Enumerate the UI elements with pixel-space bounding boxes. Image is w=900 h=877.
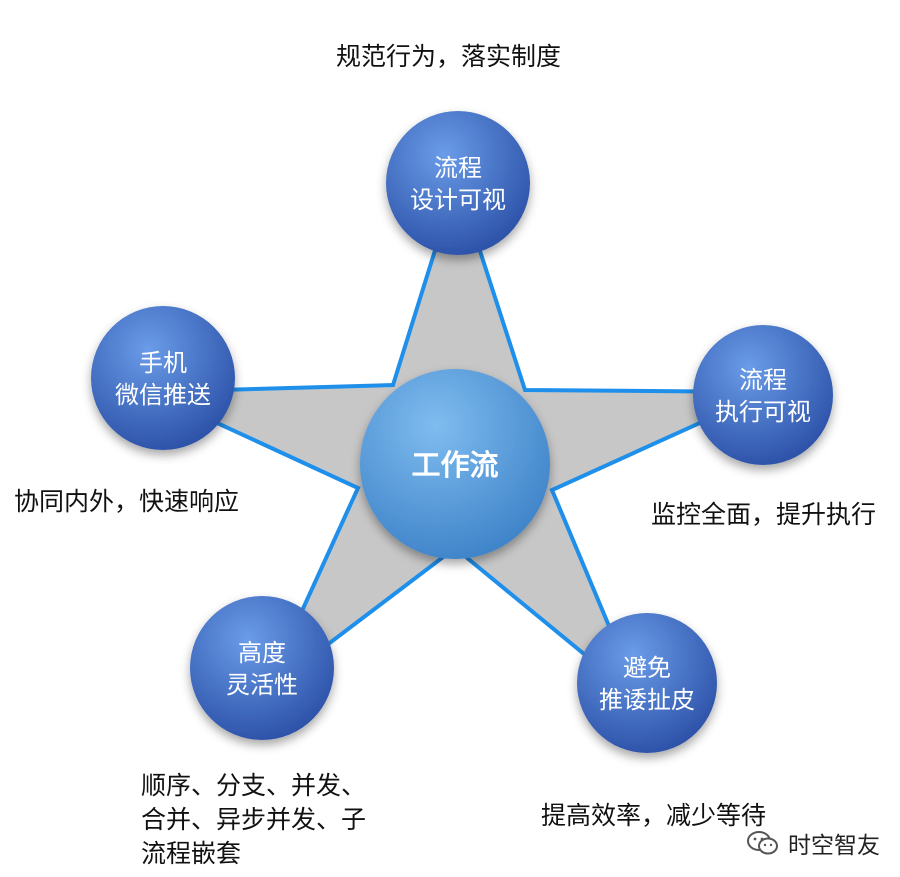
caption-top: 规范行为，落实制度 bbox=[336, 40, 561, 74]
node-left-circle bbox=[91, 306, 235, 450]
node-bottom-left-label: 灵活性 bbox=[226, 671, 298, 699]
node-top-label: 流程 bbox=[434, 154, 482, 182]
node-top-label: 设计可视 bbox=[410, 186, 506, 214]
node-top-circle bbox=[386, 111, 530, 255]
center-node-circle bbox=[360, 369, 550, 559]
caption-line: 规范行为，落实制度 bbox=[336, 42, 562, 71]
caption-right: 监控全面，提升执行 bbox=[651, 498, 876, 532]
node-bottom-right-circle bbox=[577, 613, 717, 753]
node-bottom-left-label: 高度 bbox=[238, 639, 286, 667]
node-bottom-right-label: 避免 bbox=[623, 654, 671, 682]
node-bottom-left-circle bbox=[190, 596, 334, 740]
caption-line: 协同内外，快速响应 bbox=[14, 487, 240, 516]
watermark: 时空智友 bbox=[746, 826, 880, 860]
caption-bottom-left: 顺序、分支、并发、 合并、异步并发、子 流程嵌套 bbox=[141, 769, 366, 871]
node-right-label: 流程 bbox=[739, 366, 787, 394]
caption-bottom-right: 提高效率，减少等待 bbox=[541, 799, 766, 833]
node-left-label: 手机 bbox=[139, 349, 187, 377]
watermark-text: 时空智友 bbox=[788, 833, 880, 859]
node-right-circle bbox=[693, 325, 833, 465]
caption-line: 提高效率，减少等待 bbox=[541, 801, 767, 830]
caption-left: 协同内外，快速响应 bbox=[14, 485, 239, 519]
node-bottom-right-label: 推诿扯皮 bbox=[599, 686, 695, 714]
caption-line: 合并、异步并发、子 bbox=[141, 805, 367, 834]
caption-line: 顺序、分支、并发、 bbox=[141, 771, 367, 800]
wechat-icon bbox=[747, 831, 778, 855]
caption-line: 监控全面，提升执行 bbox=[651, 500, 877, 529]
center-node: 工作流 bbox=[360, 369, 550, 559]
center-node-label: 工作流 bbox=[411, 448, 498, 482]
node-left-label: 微信推送 bbox=[115, 381, 211, 409]
node-right-label: 执行可视 bbox=[715, 398, 811, 426]
caption-line: 流程嵌套 bbox=[141, 839, 242, 868]
